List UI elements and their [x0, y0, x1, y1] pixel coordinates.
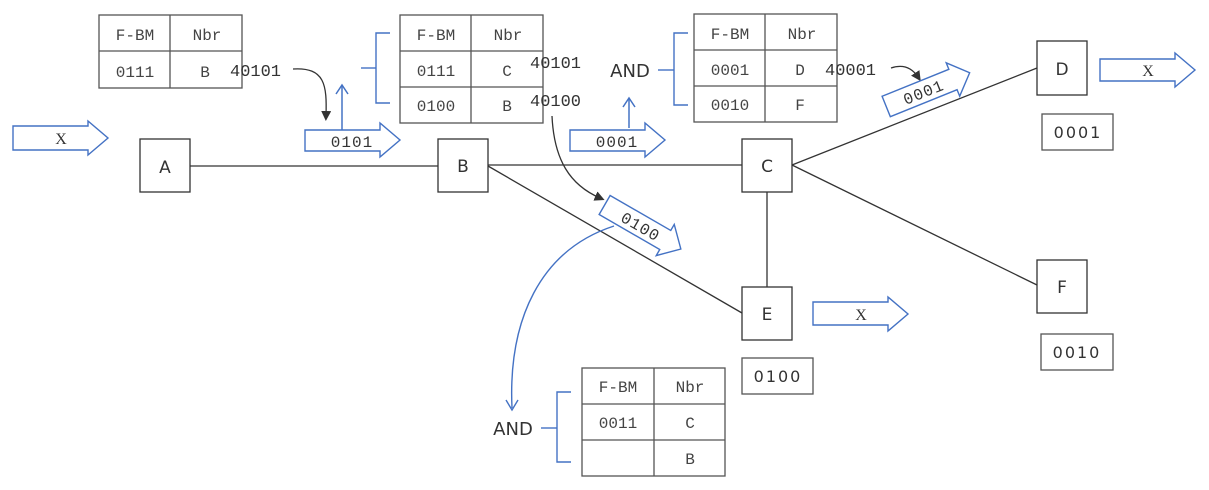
curve-arrow-a-to-packet: [292, 68, 332, 121]
packet-bc: 0001: [569, 121, 667, 159]
bitmap-box-d: 0001: [1041, 113, 1114, 151]
table-b-header-fbm: F-BM: [417, 27, 455, 45]
node-a-label: A: [159, 158, 171, 178]
bitmap-d-text: 0001: [1054, 123, 1103, 142]
table-a-cell: 0111: [116, 64, 154, 82]
packet-ab-label: 0101: [331, 134, 373, 152]
table-c-header-nbr: Nbr: [788, 26, 817, 44]
bitmap-box-e: 0100: [741, 357, 814, 395]
bracket-table-b: [361, 32, 390, 104]
node-e-label: E: [762, 305, 773, 325]
table-c-cell: F: [795, 97, 805, 115]
packet-x-out-e-label: X: [855, 307, 867, 324]
table-c-cell: D: [795, 62, 805, 80]
table-b-cell: 0111: [417, 63, 455, 81]
table-a-header-fbm: F-BM: [116, 27, 154, 45]
up-arrow-bc: [622, 96, 636, 128]
packet-cd: 0001: [881, 61, 971, 118]
and-result-b-row1: 40101: [530, 55, 581, 74]
node-c[interactable]: C: [741, 138, 793, 193]
table-b-cell: 0100: [417, 98, 455, 116]
packet-ab: 0101: [304, 121, 402, 159]
packet-x-in-label: X: [55, 131, 67, 148]
curve-arrow-packet-to-and-e: [505, 225, 615, 412]
table-e-cell: C: [685, 415, 695, 433]
up-arrow-ab: [335, 83, 349, 130]
table-c-cell: 0010: [711, 97, 749, 115]
packet-x-out-d-label: X: [1142, 63, 1154, 80]
node-e[interactable]: E: [741, 286, 793, 341]
edge-c-d: [791, 67, 1038, 166]
table-a-header-nbr: Nbr: [193, 27, 222, 45]
edges: [190, 67, 1038, 314]
packet-x-out-e: X: [812, 295, 910, 333]
and-result-c: 40001: [825, 62, 876, 81]
table-a-cell: B: [200, 64, 210, 82]
bitmap-f-text: 0010: [1053, 343, 1102, 362]
table-c-header-fbm: F-BM: [711, 26, 749, 44]
forwarding-table-a: F-BM Nbr 0111 B: [98, 14, 243, 89]
table-e-cell: B: [685, 451, 695, 469]
forwarding-table-c: F-BM Nbr 0001 D 0010 F: [693, 13, 838, 123]
and-label-c: AND: [610, 61, 650, 82]
node-c-label: C: [761, 157, 773, 177]
node-f-label: F: [1057, 278, 1067, 298]
node-b-label: B: [457, 157, 469, 177]
curve-arrow-c-to-packet: [890, 65, 921, 82]
forwarding-table-e: F-BM Nbr 0011 C B: [581, 367, 726, 477]
edge-c-f: [791, 164, 1038, 286]
edge-b-e: [487, 165, 743, 314]
packet-bc-label: 0001: [596, 134, 638, 152]
node-f[interactable]: F: [1036, 259, 1088, 314]
and-label-e: AND: [493, 419, 533, 440]
bracket-table-c: [658, 32, 688, 106]
and-result-b-row2: 40100: [530, 93, 581, 112]
bitmap-e-text: 0100: [754, 367, 803, 386]
curve-arrow-b-to-packet: [551, 115, 605, 201]
bitmap-box-f: 0010: [1040, 333, 1114, 371]
node-d-label: D: [1055, 60, 1068, 80]
table-c-cell: 0001: [711, 62, 749, 80]
forwarding-table-b: F-BM Nbr 0111 C 0100 B: [399, 14, 544, 124]
bracket-table-e: [541, 391, 571, 463]
table-b-cell: B: [502, 98, 512, 116]
table-b-header-nbr: Nbr: [494, 27, 523, 45]
node-a[interactable]: A: [139, 138, 191, 193]
table-b-cell: C: [502, 63, 512, 81]
packet-x-out-d: X: [1099, 51, 1197, 89]
node-b[interactable]: B: [437, 138, 489, 193]
node-d[interactable]: D: [1036, 40, 1088, 96]
table-e-header-nbr: Nbr: [676, 379, 705, 397]
table-e-header-fbm: F-BM: [599, 379, 637, 397]
table-e-cell: 0011: [599, 415, 637, 433]
packet-x-in: X: [12, 119, 110, 157]
and-result-a: 40101: [230, 63, 281, 82]
